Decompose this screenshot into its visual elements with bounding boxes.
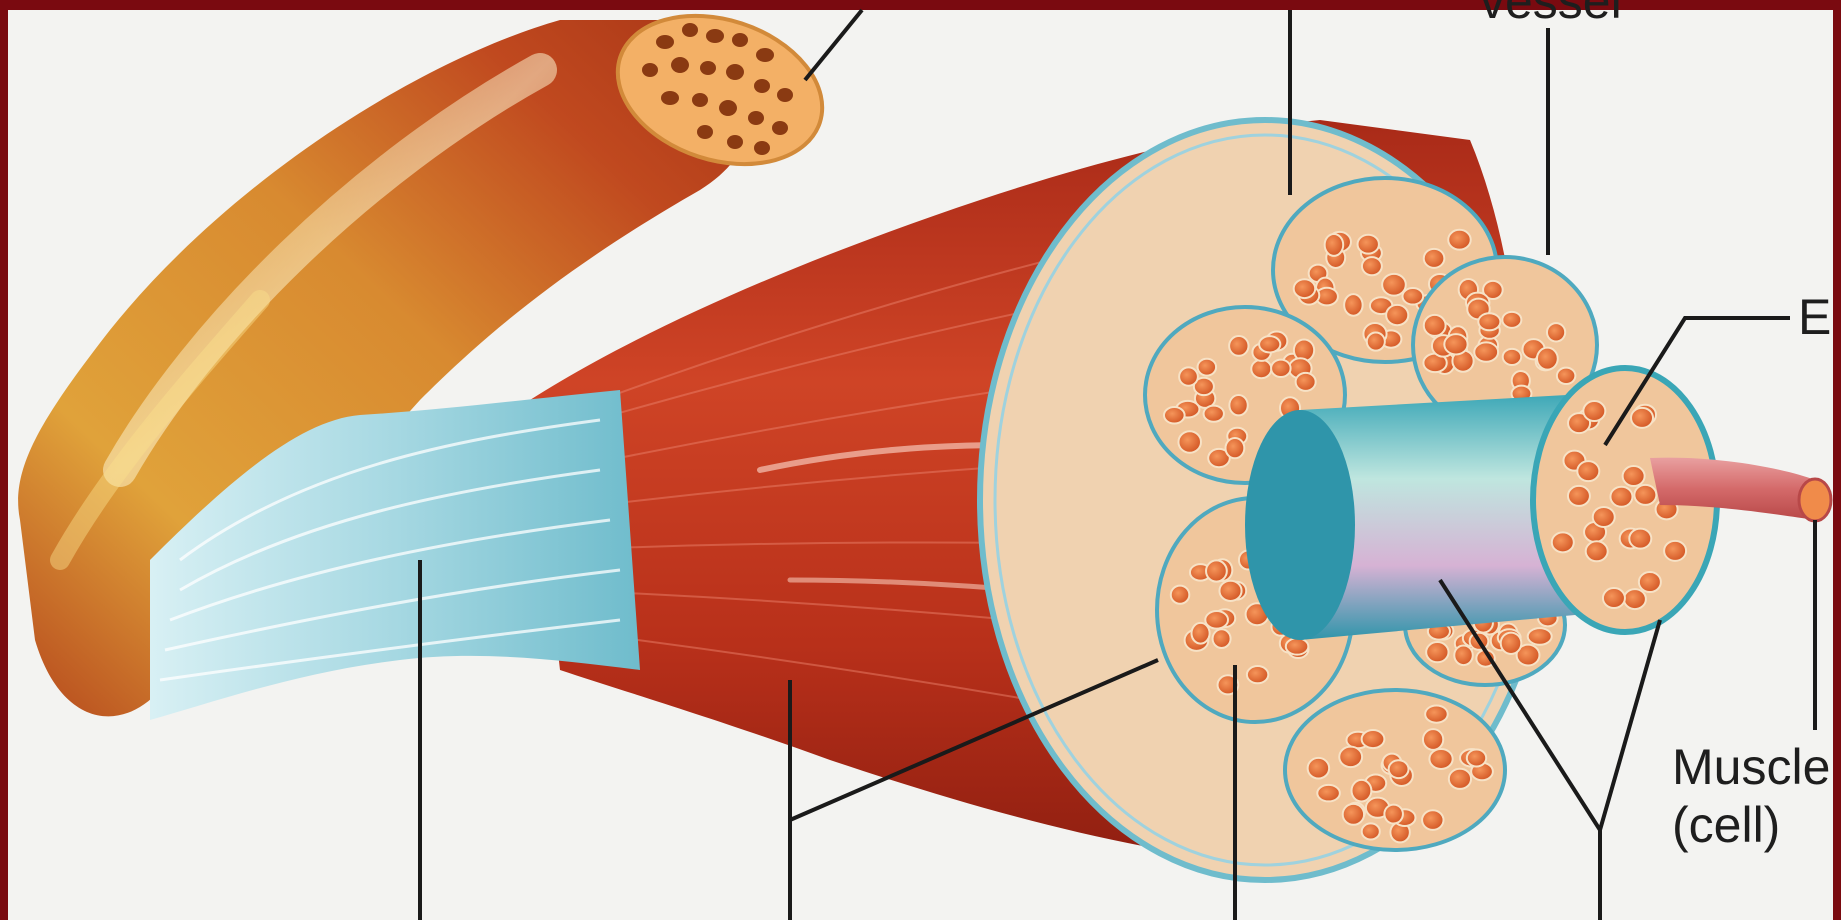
muscle-fiber-dot: [1286, 638, 1309, 654]
muscle-fiber-dot: [1610, 487, 1632, 507]
muscle-fiber-dot: [1386, 305, 1408, 325]
muscle-fiber-dot: [1362, 823, 1380, 839]
label-muscle: Muscle: [1672, 740, 1830, 794]
muscle-fiber-dot: [1425, 705, 1448, 722]
muscle-fiber-dot: [1424, 315, 1446, 336]
muscle-fiber-dot: [1568, 486, 1590, 506]
muscle-fiber-dot: [1164, 407, 1185, 424]
muscle-fiber-dot: [1467, 749, 1486, 766]
muscle-fiber-dot: [1339, 747, 1362, 768]
muscle-fiber-dot: [1444, 334, 1467, 354]
muscle-fiber-dot: [1271, 360, 1290, 377]
muscle-fiber-dot: [1593, 507, 1615, 527]
muscle-fiber-dot: [1503, 349, 1521, 365]
muscle-fiber-dot: [1382, 274, 1406, 296]
muscle-fiber-dot: [1325, 234, 1344, 256]
muscle-fiber-dot: [1557, 368, 1575, 384]
muscle-fiber-dot: [1247, 666, 1268, 683]
muscle-fiber-dot: [1179, 367, 1198, 385]
muscle-fiber-dot: [1639, 572, 1661, 592]
muscle-fiber-dot: [1296, 373, 1316, 391]
muscle-fiber-dot: [1362, 257, 1382, 275]
muscle-fiber-dot: [1586, 541, 1608, 561]
muscle-fiber-dot: [1362, 730, 1385, 748]
muscle-fiber-dot: [1537, 348, 1558, 370]
muscle-fiber-dot: [1424, 249, 1445, 268]
muscle-fiber-dot: [1623, 466, 1645, 486]
muscle-fiber-dot: [1478, 313, 1500, 330]
muscle-fiber-dot: [1294, 279, 1316, 298]
muscle-fiber-dot: [1178, 431, 1201, 453]
muscle-fiber-dot: [1624, 589, 1646, 609]
muscle-fiber-dot: [1226, 438, 1245, 458]
muscle-fiber-dot: [1449, 769, 1471, 789]
muscle-fiber-dot: [1422, 810, 1443, 830]
muscle-fiber-dot: [1502, 312, 1521, 328]
muscle-fiber-dot: [1547, 323, 1565, 341]
muscle-fiber-dot: [1204, 406, 1224, 422]
muscle-fiber-dot: [1198, 359, 1217, 376]
muscle-fiber-dot: [1423, 729, 1443, 750]
muscle-fiber-dot: [1219, 581, 1241, 601]
muscle-fiber-dot: [1259, 336, 1280, 352]
muscle-fiber-dot: [1343, 804, 1364, 825]
muscle-fiber-dot: [1171, 586, 1190, 604]
muscle-fiber-dot: [1552, 532, 1574, 552]
muscle-fiber-dot: [1501, 633, 1522, 654]
muscle-fiber-dot: [1206, 560, 1227, 581]
muscle-fiber-dot: [1344, 294, 1362, 316]
muscle-fiber-dot: [1317, 785, 1340, 802]
muscle-fiber-dot: [1474, 342, 1498, 361]
label-e-partial: E: [1798, 290, 1831, 344]
muscle-fiber-dot: [1213, 629, 1231, 648]
muscle-fiber-dot: [1577, 461, 1599, 481]
muscle-fiber-dot: [1352, 780, 1372, 802]
muscle-fiber-dot: [1664, 541, 1686, 561]
muscle-fiber-dot: [1603, 588, 1625, 608]
muscle-fiber-dot: [1426, 642, 1448, 662]
muscle-fiber-dot: [1229, 395, 1247, 415]
muscle-fiber-dot: [1402, 288, 1423, 305]
muscle-fiber-dot: [1205, 611, 1228, 629]
muscle-fiber-dot: [1448, 230, 1470, 250]
muscle-fiber-dot: [1192, 623, 1210, 644]
muscle-fiber-dot: [1384, 805, 1403, 824]
label-cell: (cell): [1672, 798, 1780, 852]
muscle-fiber-dot: [1308, 758, 1329, 779]
muscle-fiber-dot: [1229, 336, 1248, 356]
muscle-fiber-dot: [1367, 333, 1385, 351]
muscle-fiber-dot: [1358, 235, 1379, 254]
muscle-fiber-dot: [1251, 360, 1271, 379]
muscle-fiber-dot: [1528, 628, 1552, 645]
muscle-fiber-dot: [1629, 529, 1651, 549]
muscle-fiber-dot: [1454, 645, 1472, 665]
muscle-fiber-dot: [1631, 408, 1653, 428]
label-vessel-top: vessel: [1480, 0, 1622, 28]
muscle-fiber-dot: [1583, 401, 1605, 421]
muscle-fiber-dot: [1634, 485, 1656, 505]
muscle-fiber-dot: [1429, 749, 1452, 769]
muscle-fiber-dot: [1389, 760, 1409, 778]
